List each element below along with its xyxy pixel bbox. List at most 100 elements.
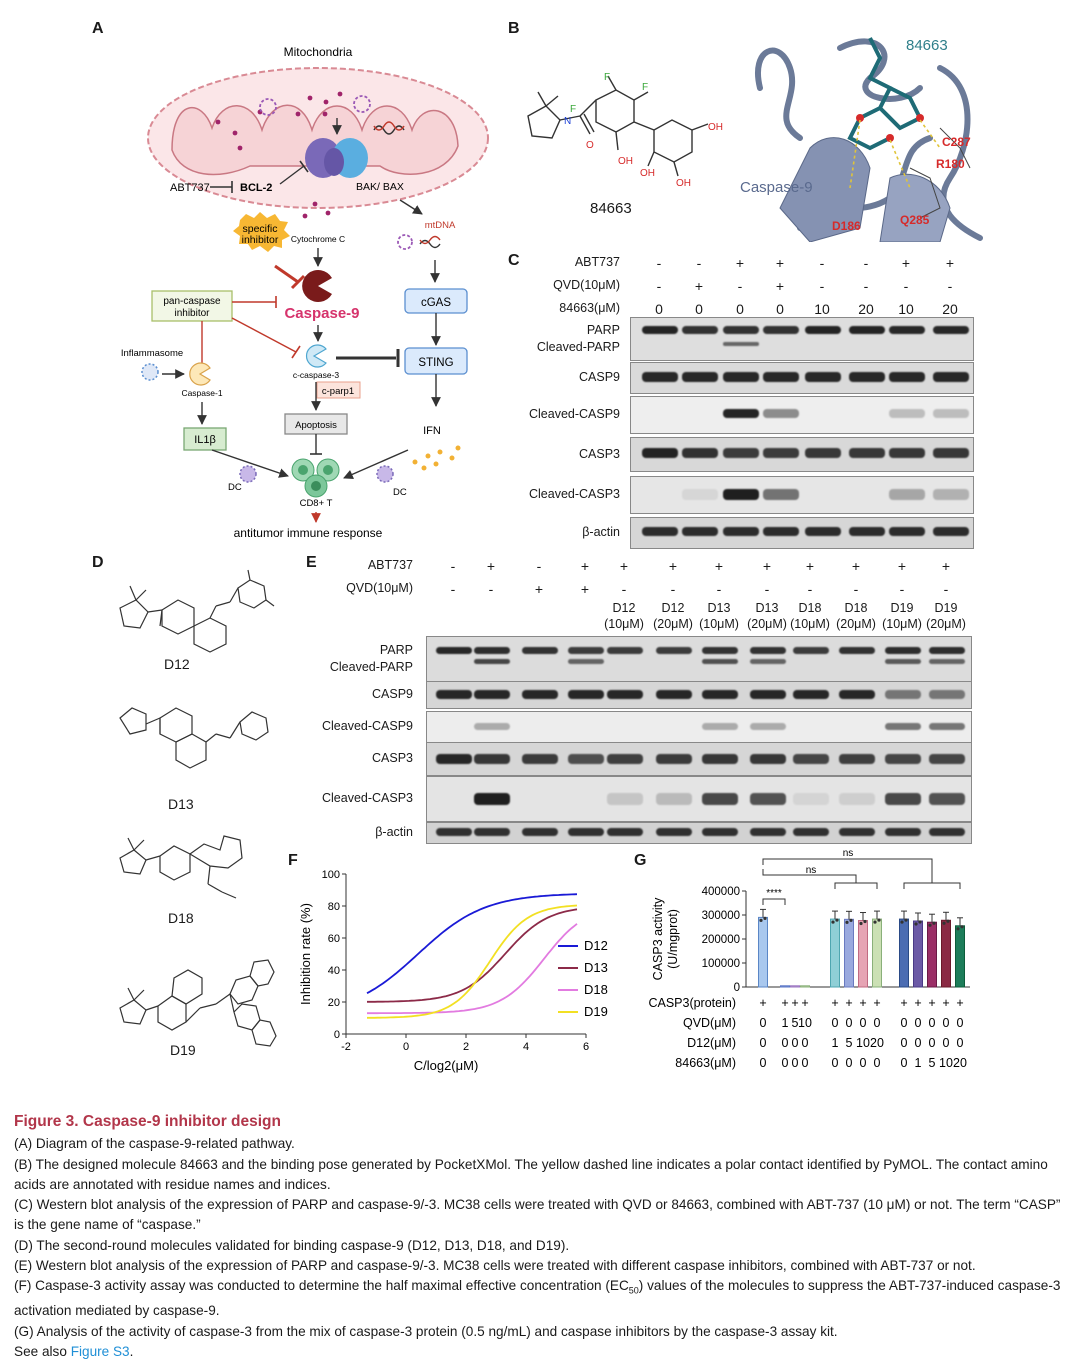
blot-band — [750, 793, 786, 805]
blot-band — [839, 793, 875, 805]
treatment-value: + — [873, 996, 880, 1010]
panel-label-e: E — [306, 554, 317, 571]
treatment-row-label: 84663(μM) — [559, 301, 620, 315]
blot-band — [436, 754, 472, 764]
treatment-value: 0 — [792, 1036, 799, 1050]
treatment-value: - — [764, 581, 770, 597]
blot-band — [474, 723, 510, 730]
sig-label: ns — [843, 848, 854, 859]
blot-band — [568, 647, 604, 654]
pathway-diagram: Mitochondria ABT737 BCL-2 BAK/ BAX Cytoc… — [121, 45, 489, 540]
treatment-value: - — [450, 558, 456, 574]
mtdna-label: mtDNA — [425, 220, 456, 231]
panel-label-b: B — [508, 20, 520, 37]
blot-band — [723, 527, 759, 536]
il1b-box — [183, 427, 227, 451]
treatment-value: + — [580, 581, 590, 597]
x-tick-label: 2 — [463, 1041, 469, 1053]
treatment-value: 0 — [929, 1016, 936, 1030]
data-point — [900, 920, 904, 924]
docking-pose-render: 84663 Caspase-9 C287 R180 Q285 D186 — [740, 28, 986, 242]
treatment-value: + — [775, 278, 785, 294]
y-tick-label: 20 — [328, 997, 340, 1009]
antitumor-label: antitumor immune response — [234, 526, 383, 540]
mtdna-ring-icon — [397, 234, 413, 250]
treatment-row-label: ABT737 — [367, 558, 413, 572]
treatment-value: - — [450, 581, 456, 597]
sig-bracket — [762, 869, 878, 889]
treatment-value: + — [941, 558, 951, 574]
blot-band — [750, 754, 786, 764]
sig-label: **** — [766, 888, 782, 899]
blot-strip-4 — [630, 476, 974, 514]
legend-label: D12 — [584, 938, 608, 953]
blot-band — [933, 527, 969, 536]
protein-helix — [779, 137, 951, 242]
blot-band — [607, 690, 643, 699]
bar — [899, 918, 909, 988]
y-axis-label: (U/mgprot) — [666, 909, 680, 969]
compound-header: D19 (20μM) — [926, 601, 966, 631]
bar — [800, 985, 810, 988]
blot-band — [805, 448, 841, 458]
data-point — [918, 920, 922, 924]
data-point — [904, 918, 908, 922]
treatment-value: + — [668, 558, 678, 574]
blot-band — [763, 527, 799, 536]
cd8-t-cells-icon — [291, 458, 340, 498]
series-line-d19 — [367, 904, 578, 1019]
blot-band — [474, 793, 510, 805]
bar — [758, 916, 768, 988]
treatment-value: - — [656, 255, 662, 271]
treatment-value: 0 — [929, 1036, 936, 1050]
blot-band — [522, 754, 558, 764]
y-axis-label: CASP3 activity — [651, 897, 665, 980]
dc-left-label: DC — [228, 482, 242, 493]
data-point — [849, 918, 853, 922]
blot-strip-2 — [426, 711, 972, 743]
treatment-value: 0 — [943, 1036, 950, 1050]
blot-band — [889, 409, 925, 418]
dna-helix-icon — [373, 125, 405, 135]
treatment-value: - — [670, 581, 676, 597]
cd8-label: CD8+ T — [300, 498, 333, 509]
blot-band — [568, 659, 604, 664]
treatment-value: 0 — [782, 1036, 789, 1050]
data-point — [946, 919, 950, 923]
bar — [858, 920, 868, 988]
treatment-value: + — [956, 996, 963, 1010]
data-point — [877, 918, 881, 922]
blot-band — [889, 326, 925, 334]
blot-band — [436, 828, 472, 836]
blot-band — [929, 793, 965, 805]
bar — [830, 918, 840, 988]
blot-label: Cleaved-CASP3 — [321, 791, 413, 805]
apoptosis-label: Apoptosis — [295, 420, 337, 431]
blot-band — [849, 372, 885, 382]
blot-band — [702, 659, 738, 664]
treatment-value: 0 — [802, 1056, 809, 1070]
treatment-value: 0 — [874, 1016, 881, 1030]
cytochrome-c-label: Cytochrome C — [291, 234, 345, 244]
panel-d-structures — [119, 569, 277, 1047]
treatment-value: 20 — [953, 1056, 967, 1070]
treatment-value: - — [621, 581, 627, 597]
caspase1-icon — [189, 362, 211, 386]
blot-band — [889, 448, 925, 458]
treatment-value: 0 — [874, 1056, 881, 1070]
y-tick-label: 100 — [322, 869, 340, 881]
blot-strip-1 — [426, 681, 972, 709]
blot-band — [682, 326, 718, 334]
treatment-value: + — [945, 255, 955, 271]
compound-header: D12 (10μM) — [604, 601, 644, 631]
treatment-value: 0 — [901, 1036, 908, 1050]
mtdna-ring-icon — [259, 98, 277, 116]
data-point — [863, 919, 867, 924]
treatment-value: 0 — [901, 1016, 908, 1030]
blot-band — [763, 372, 799, 382]
blot-strip-0 — [630, 317, 974, 361]
figure-s3-link[interactable]: Figure S3 — [70, 1343, 130, 1359]
blot-band — [642, 326, 678, 334]
